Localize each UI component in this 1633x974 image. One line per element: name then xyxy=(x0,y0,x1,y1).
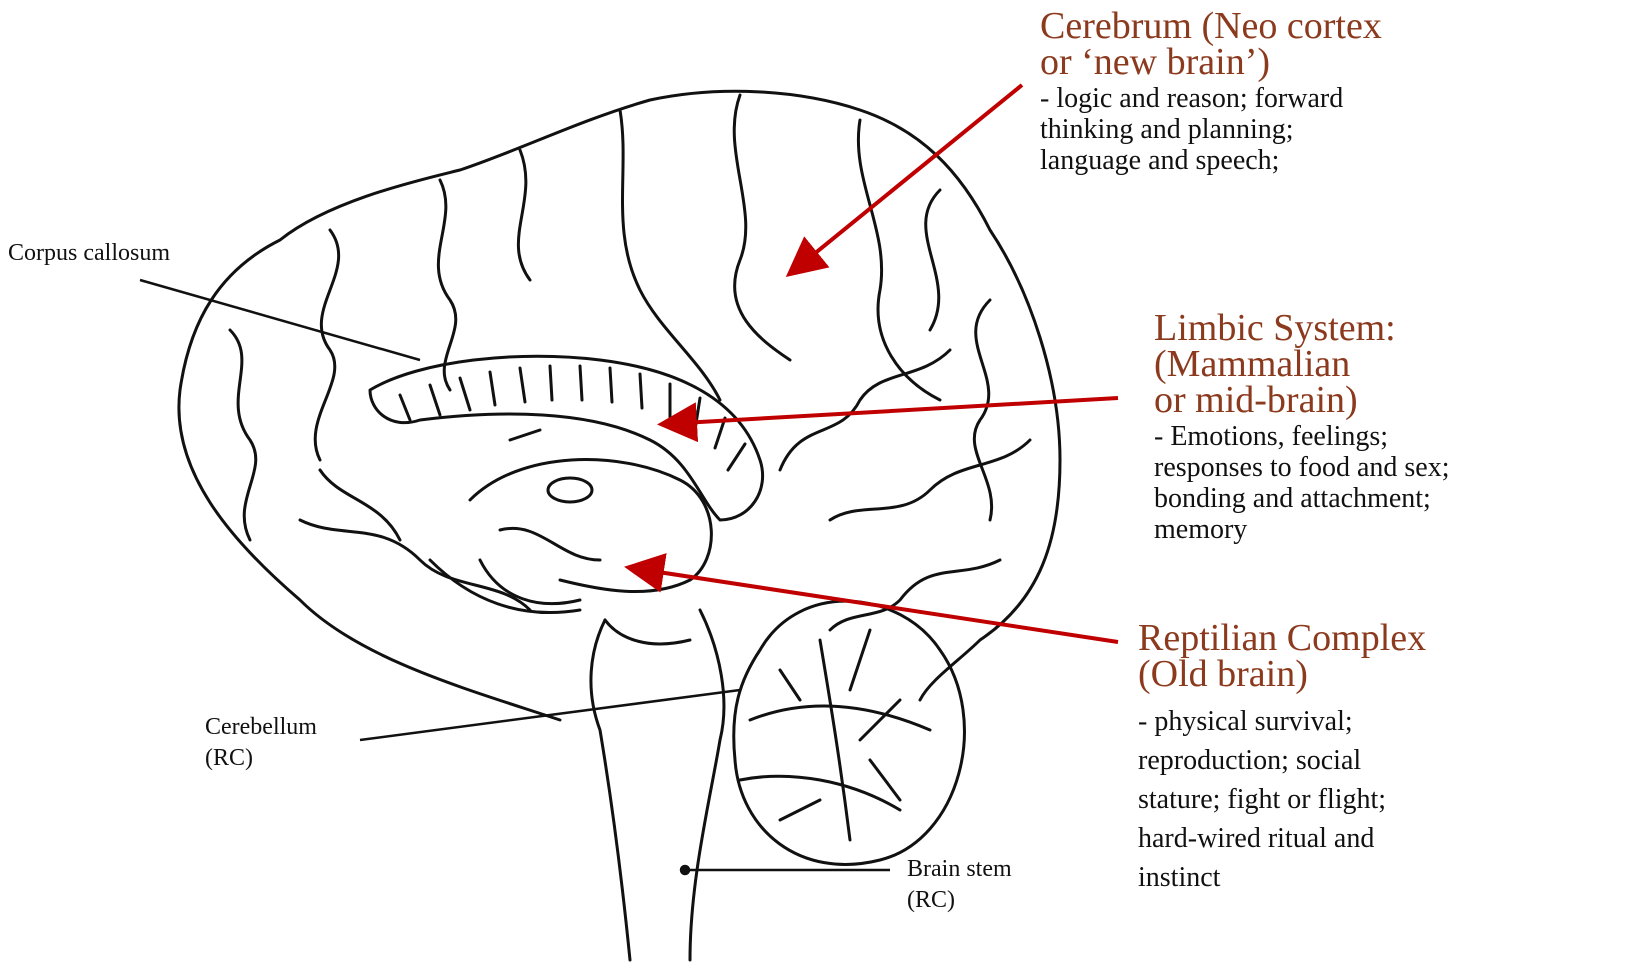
reptilian-desc-line5: instinct xyxy=(1138,858,1426,897)
reptilian-title-line2: (Old brain) xyxy=(1138,656,1426,692)
limbic-desc-line2: responses to food and sex; xyxy=(1154,452,1450,483)
reptilian-desc-line1: - physical survival; xyxy=(1138,702,1426,741)
limbic-title-line2: (Mammalian xyxy=(1154,346,1450,382)
reptilian-desc-line4: hard-wired ritual and xyxy=(1138,819,1426,858)
brain-stem-leader-dot xyxy=(681,866,689,874)
cerebrum-desc-line1: - logic and reason; forward xyxy=(1040,83,1382,114)
cerebellum-label: Cerebellum (RC) xyxy=(205,712,317,774)
brain-outline xyxy=(179,91,1060,960)
limbic-desc-line3: bonding and attachment; xyxy=(1154,483,1450,514)
cerebrum-title-line2: or ‘new brain’) xyxy=(1040,44,1382,80)
label-leader-lines xyxy=(140,280,890,874)
reptilian-desc-line3: stature; fight or flight; xyxy=(1138,780,1426,819)
limbic-callout: Limbic System: (Mammalian or mid-brain) … xyxy=(1154,310,1450,545)
reptilian-title-line1: Reptilian Complex xyxy=(1138,620,1426,656)
limbic-arrow xyxy=(665,398,1118,424)
cerebrum-arrow xyxy=(792,85,1022,272)
cerebrum-callout: Cerebrum (Neo cortex or ‘new brain’) - l… xyxy=(1040,8,1382,176)
corpus-callosum-leader xyxy=(140,280,420,360)
cerebellum-leader xyxy=(360,690,740,740)
reptilian-arrow xyxy=(632,568,1118,642)
cerebellum-label-line1: Cerebellum xyxy=(205,712,317,743)
limbic-title-line3: or mid-brain) xyxy=(1154,382,1450,418)
cerebrum-desc-line3: language and speech; xyxy=(1040,145,1382,176)
limbic-desc-line1: - Emotions, feelings; xyxy=(1154,421,1450,452)
limbic-title-line1: Limbic System: xyxy=(1154,310,1450,346)
reptilian-callout: Reptilian Complex (Old brain) - physical… xyxy=(1138,620,1426,897)
corpus-callosum-label: Corpus callosum xyxy=(8,238,170,269)
brain-stem-label: Brain stem (RC) xyxy=(907,854,1012,916)
reptilian-desc-line2: reproduction; social xyxy=(1138,741,1426,780)
cerebrum-desc-line2: thinking and planning; xyxy=(1040,114,1382,145)
brain-stem-label-line2: (RC) xyxy=(907,885,1012,916)
cerebrum-title-line1: Cerebrum (Neo cortex xyxy=(1040,8,1382,44)
brain-stem-label-line1: Brain stem xyxy=(907,854,1012,885)
cerebellum-label-line2: (RC) xyxy=(205,743,317,774)
limbic-desc-line4: memory xyxy=(1154,514,1450,545)
